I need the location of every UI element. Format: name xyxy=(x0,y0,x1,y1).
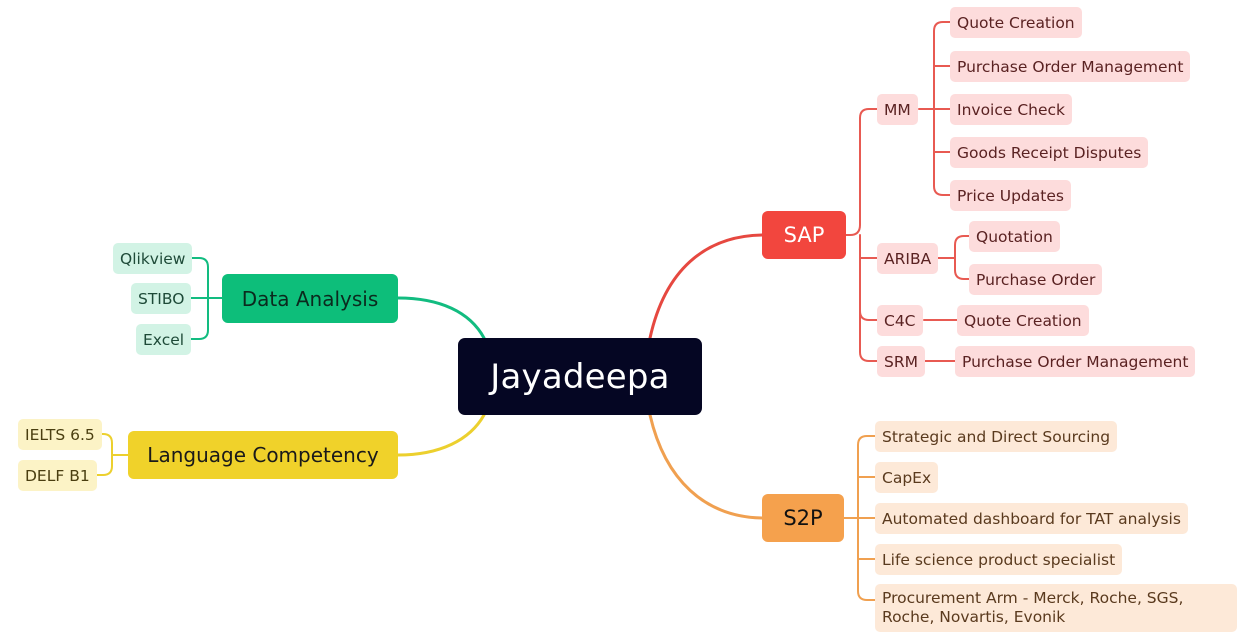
s2p-item-strategic-sourcing[interactable]: Strategic and Direct Sourcing xyxy=(875,421,1118,452)
mm-item-purchase-order-management[interactable]: Purchase Order Management xyxy=(950,51,1191,82)
mm-item-goods-receipt-disputes[interactable]: Goods Receipt Disputes xyxy=(950,137,1149,168)
s2p-item-life-science[interactable]: Life science product specialist xyxy=(875,544,1123,575)
mm-item-invoice-check[interactable]: Invoice Check xyxy=(950,94,1073,125)
root-node-jayadeepa[interactable]: Jayadeepa xyxy=(458,338,702,415)
sap-topic-mm[interactable]: MM xyxy=(877,94,918,125)
link-root-sap xyxy=(648,233,764,340)
da-item-excel[interactable]: Excel xyxy=(136,324,192,355)
lc-item-ielts[interactable]: IELTS 6.5 xyxy=(18,419,102,450)
link-root-language xyxy=(396,413,486,457)
branch-data-analysis[interactable]: Data Analysis xyxy=(222,274,398,323)
branch-s2p[interactable]: S2P xyxy=(762,494,844,542)
c4c-item-quote-creation[interactable]: Quote Creation xyxy=(957,305,1089,336)
sap-topic-c4c[interactable]: C4C xyxy=(877,305,923,336)
mm-item-price-updates[interactable]: Price Updates xyxy=(950,180,1071,211)
link-sap-c4c xyxy=(859,310,878,321)
link-root-data-analysis xyxy=(396,296,486,340)
link-lc-trunk xyxy=(94,433,129,476)
s2p-item-capex[interactable]: CapEx xyxy=(875,462,939,493)
sap-topic-ariba[interactable]: ARIBA xyxy=(877,243,939,274)
link-sap-trunk-down xyxy=(859,234,878,362)
srm-item-purchase-order-management[interactable]: Purchase Order Management xyxy=(955,346,1196,377)
da-item-stibo[interactable]: STIBO xyxy=(131,283,192,314)
ariba-item-purchase-order[interactable]: Purchase Order xyxy=(969,264,1103,295)
link-s2p-trunk xyxy=(843,435,876,601)
mm-item-quote-creation[interactable]: Quote Creation xyxy=(950,7,1082,38)
link-root-s2p xyxy=(648,413,764,520)
s2p-item-procurement-arm[interactable]: Procurement Arm - Merck, Roche, SGS, Roc… xyxy=(875,584,1237,632)
lc-item-delf[interactable]: DELF B1 xyxy=(18,460,97,491)
sap-topic-srm[interactable]: SRM xyxy=(877,346,925,377)
link-sap-trunk xyxy=(845,108,878,236)
link-da-trunk xyxy=(189,257,223,340)
s2p-item-automated-dashboard[interactable]: Automated dashboard for TAT analysis xyxy=(875,503,1188,534)
branch-sap[interactable]: SAP xyxy=(762,211,846,259)
branch-language-competency[interactable]: Language Competency xyxy=(128,431,398,479)
da-item-qlikview[interactable]: Qlikview xyxy=(113,243,193,274)
ariba-item-quotation[interactable]: Quotation xyxy=(969,221,1060,252)
link-mm-trunk xyxy=(933,21,951,196)
link-ariba xyxy=(937,235,970,280)
